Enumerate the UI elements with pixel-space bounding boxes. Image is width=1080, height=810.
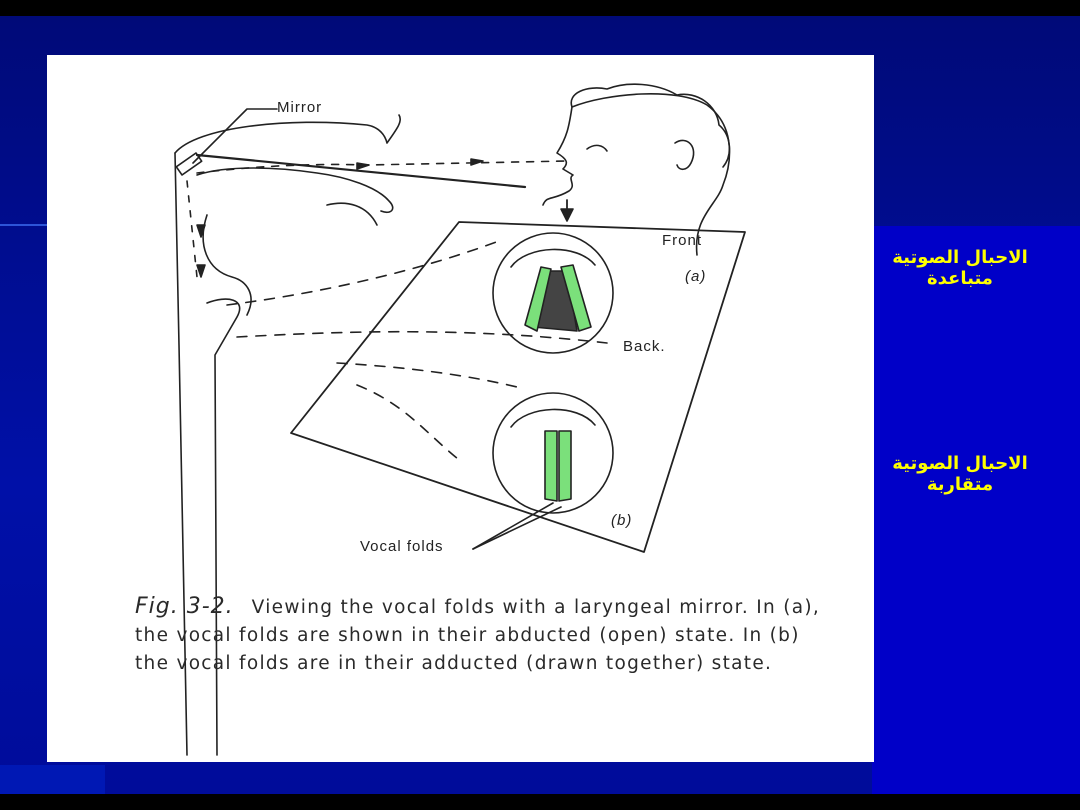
label-vocal-folds: Vocal folds <box>360 538 444 555</box>
arrow-1 <box>356 162 370 170</box>
annotation-adducted: الاحبال الصوتية متقاربة <box>880 453 1040 495</box>
arrow-4 <box>196 264 206 278</box>
vocal-folds-pointer-1 <box>472 502 554 550</box>
epiglottis-outline <box>202 214 252 316</box>
projection-4 <box>336 362 518 388</box>
label-b: (b) <box>611 512 633 529</box>
hair-outline <box>570 83 731 168</box>
mirror-head <box>175 152 203 176</box>
view-a-rim <box>510 248 596 268</box>
view-a-circle <box>492 232 614 354</box>
figure-caption: Fig. 3-2.Viewing the vocal folds with a … <box>135 593 835 678</box>
sight-dashed <box>196 160 568 174</box>
label-a: (a) <box>685 268 707 285</box>
projection-3 <box>356 384 464 464</box>
pharynx-wall <box>174 152 188 756</box>
divider-line <box>0 224 48 226</box>
laryngeal-mirror-diagram <box>174 83 746 756</box>
top-band <box>0 0 1080 16</box>
label-front: Front <box>662 232 703 249</box>
projection-1 <box>226 240 500 306</box>
caption-figure-number: Fig. 3-2. <box>135 594 234 619</box>
annotation-abducted: الاحبال الصوتية متباعدة <box>880 247 1040 289</box>
annotation-abducted-line2: متباعدة <box>927 268 993 289</box>
bottom-band <box>0 794 1080 810</box>
bottom-left-block <box>0 765 105 794</box>
palate-outline <box>174 114 402 154</box>
larynx-outline <box>206 298 241 756</box>
right-background-block <box>872 226 1080 794</box>
view-b-fold-left <box>544 430 558 502</box>
arrow-3 <box>196 224 206 238</box>
light-path <box>186 180 198 278</box>
projection-2 <box>236 330 608 344</box>
label-mirror: Mirror <box>277 99 323 116</box>
view-plane <box>290 221 746 553</box>
view-b-fold-right <box>558 430 572 502</box>
caption-text: Viewing the vocal folds with a laryngeal… <box>135 597 821 674</box>
annotation-adducted-line1: الاحبال الصوتية <box>892 453 1028 474</box>
figure-panel: Mirror Front (a) Back. (b) Vocal folds F… <box>47 55 874 762</box>
annotation-abducted-line1: الاحبال الصوتية <box>892 247 1028 268</box>
tongue-outline <box>196 167 394 214</box>
eye <box>586 144 608 152</box>
velum-outline <box>326 202 378 226</box>
view-a-fold-left <box>524 266 552 332</box>
annotation-adducted-line2: متقاربة <box>926 474 994 495</box>
view-b-rim <box>510 408 596 428</box>
arrow-2 <box>470 158 484 166</box>
view-b-circle <box>492 392 614 514</box>
vocal-folds-pointer-2 <box>472 506 562 550</box>
ear-outline <box>674 139 695 171</box>
mirror-handle <box>192 108 278 164</box>
gaze-arrowhead <box>560 208 574 222</box>
label-back: Back. <box>623 338 666 355</box>
view-a-fold-right <box>560 264 592 332</box>
sight-line <box>195 153 527 189</box>
